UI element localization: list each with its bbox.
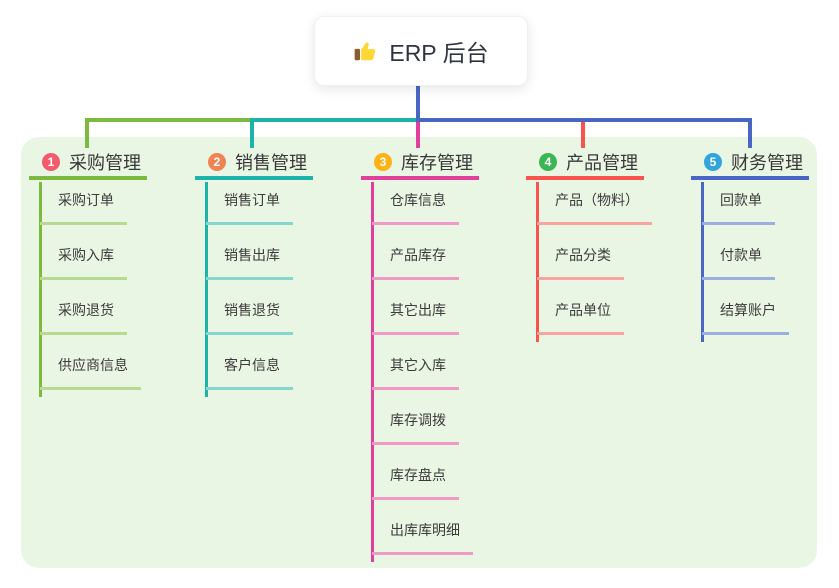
branch-node[interactable]: 4 产品管理 bbox=[526, 148, 644, 180]
branch-number-badge: 2 bbox=[208, 153, 226, 171]
child-node[interactable]: 销售订单 bbox=[206, 190, 293, 225]
child-node[interactable]: 销售出库 bbox=[206, 245, 293, 280]
connector-drop-branch4 bbox=[581, 122, 585, 148]
branch-finance: 5 财务管理 回款单 付款单 结算账户 bbox=[691, 148, 839, 342]
branch-number-badge: 3 bbox=[374, 153, 392, 171]
branch-sales: 2 销售管理 销售订单 销售出库 销售退货 客户信息 bbox=[195, 148, 355, 397]
connector-drop-branch5 bbox=[748, 118, 752, 148]
branch-label: 销售管理 bbox=[235, 153, 307, 173]
branches-background-panel bbox=[21, 137, 817, 568]
branch-node[interactable]: 1 采购管理 bbox=[29, 148, 147, 180]
branch-label: 库存管理 bbox=[401, 153, 473, 173]
child-node[interactable]: 采购入库 bbox=[40, 245, 127, 280]
child-node[interactable]: 产品库存 bbox=[372, 245, 459, 280]
child-node[interactable]: 回款单 bbox=[702, 190, 775, 225]
child-node[interactable]: 采购退货 bbox=[40, 300, 127, 335]
child-node[interactable]: 出库库明细 bbox=[372, 520, 473, 555]
branch-inventory: 3 库存管理 仓库信息 产品库存 其它出库 其它入库 库存调拨 库存盘点 出库库… bbox=[361, 148, 521, 562]
child-node[interactable]: 产品分类 bbox=[537, 245, 624, 280]
child-node[interactable]: 付款单 bbox=[702, 245, 775, 280]
branch-procurement: 1 采购管理 采购订单 采购入库 采购退货 供应商信息 bbox=[29, 148, 189, 397]
child-node[interactable]: 库存调拨 bbox=[372, 410, 459, 445]
branch-label: 产品管理 bbox=[566, 153, 638, 173]
child-node[interactable]: 结算账户 bbox=[702, 300, 789, 335]
child-node[interactable]: 销售退货 bbox=[206, 300, 293, 335]
child-node[interactable]: 供应商信息 bbox=[40, 355, 141, 390]
branch-label: 财务管理 bbox=[731, 153, 803, 173]
branch-products: 4 产品管理 产品（物料） 产品分类 产品单位 bbox=[526, 148, 686, 342]
branch-spine bbox=[39, 182, 42, 397]
connector-drop-branch1 bbox=[85, 118, 89, 148]
branch-spine bbox=[371, 182, 374, 562]
child-node[interactable]: 产品单位 bbox=[537, 300, 624, 335]
root-stem-connector bbox=[416, 84, 420, 122]
branch-label: 采购管理 bbox=[69, 153, 141, 173]
branch-number-badge: 4 bbox=[539, 153, 557, 171]
connector-branch1 bbox=[85, 118, 253, 122]
child-node[interactable]: 仓库信息 bbox=[372, 190, 459, 225]
root-node[interactable]: ERP 后台 bbox=[314, 16, 528, 86]
child-node[interactable]: 其它出库 bbox=[372, 300, 459, 335]
connector-drop-branch2 bbox=[250, 118, 254, 148]
child-node[interactable]: 客户信息 bbox=[206, 355, 293, 390]
branch-node[interactable]: 3 库存管理 bbox=[361, 148, 479, 180]
child-node[interactable]: 采购订单 bbox=[40, 190, 127, 225]
thumbs-up-icon bbox=[353, 38, 379, 64]
child-node[interactable]: 其它入库 bbox=[372, 355, 459, 390]
branch-number-badge: 1 bbox=[42, 153, 60, 171]
connector-branch2 bbox=[250, 118, 420, 122]
branch-spine bbox=[701, 182, 704, 342]
connector-drop-branch3 bbox=[416, 122, 420, 148]
branch-number-badge: 5 bbox=[704, 153, 722, 171]
branch-spine bbox=[536, 182, 539, 342]
child-node[interactable]: 产品（物料） bbox=[537, 190, 652, 225]
child-node[interactable]: 库存盘点 bbox=[372, 465, 459, 500]
root-node-label: ERP 后台 bbox=[389, 40, 489, 66]
branch-node[interactable]: 2 销售管理 bbox=[195, 148, 313, 180]
branch-spine bbox=[205, 182, 208, 397]
connector-branch5 bbox=[416, 118, 752, 122]
branch-node[interactable]: 5 财务管理 bbox=[691, 148, 809, 180]
